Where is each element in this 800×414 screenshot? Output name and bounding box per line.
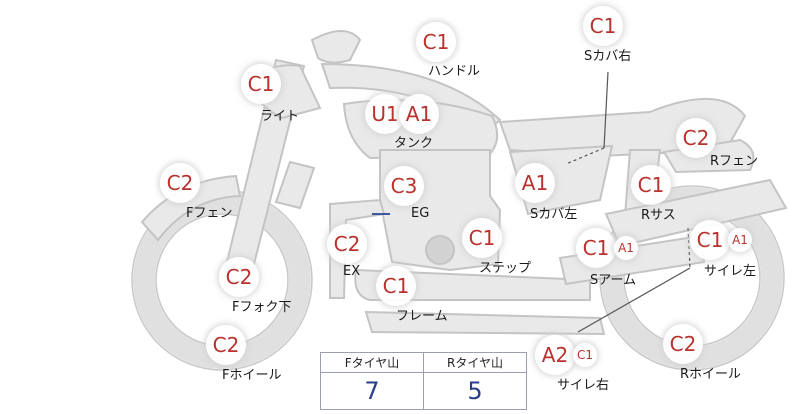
part-s-cover-left-label: Sカバ左 — [530, 207, 578, 222]
part-r-suspension-label: Rサス — [641, 208, 676, 223]
part-f-fender-code: C2 — [160, 163, 200, 203]
part-swing-arm-code: C1 — [576, 228, 616, 268]
part-muffler-right-code: A2 — [535, 335, 575, 375]
part-light-label: ライト — [260, 109, 300, 124]
part-exhaust-code: C2 — [327, 224, 367, 264]
part-f-fork-lower-tag: C2 — [219, 257, 259, 297]
part-frame-tag: C1 — [376, 266, 416, 306]
part-frame-code: C1 — [376, 266, 416, 306]
part-muffler-left-label: サイレ左 — [704, 264, 757, 279]
part-r-fender-tag: C2 — [676, 118, 716, 158]
part-light-tag: C1 — [241, 64, 281, 104]
part-r-wheel-code: C2 — [663, 324, 703, 364]
part-step-tag: C1 — [462, 218, 502, 258]
part-light-code: C1 — [241, 64, 281, 104]
part-handle-label: ハンドル — [428, 64, 481, 79]
part-step-label: ステップ — [479, 261, 532, 276]
part-s-cover-right-tag: C1 — [583, 6, 623, 46]
part-muffler-right-subcode: C1 — [573, 343, 597, 367]
part-f-fender-label: Fフェン — [186, 206, 233, 221]
part-r-suspension-code: C1 — [631, 165, 671, 205]
part-tank-label: タンク — [394, 136, 434, 151]
part-muffler-right-tag: A2 C1 — [535, 335, 597, 375]
part-engine-tag: C3 — [384, 166, 424, 206]
part-engine-label: EG — [411, 206, 430, 221]
part-exhaust-label: EX — [343, 264, 361, 279]
rear-tire-header: Rタイヤ山 — [423, 352, 527, 373]
part-f-wheel-label: Fホイール — [222, 368, 282, 383]
part-r-wheel-tag: C2 — [663, 324, 703, 364]
part-muffler-right-label: サイレ右 — [557, 378, 610, 393]
part-f-wheel-code: C2 — [206, 325, 246, 365]
part-f-fork-lower-label: Fフォク下 — [232, 300, 292, 315]
part-handle-code: C1 — [416, 22, 456, 62]
part-r-wheel-label: Rホイール — [680, 367, 742, 382]
part-swing-arm-tag: C1 A1 — [576, 228, 638, 268]
part-muffler-left-code: C1 — [690, 220, 730, 260]
part-f-fender-tag: C2 — [160, 163, 200, 203]
tire-tread-table: Fタイヤ山 Rタイヤ山 7 5 — [320, 352, 527, 410]
part-muffler-left-subcode: A1 — [728, 228, 752, 252]
part-tank-code-2: A1 — [399, 94, 439, 134]
front-tire-header: Fタイヤ山 — [320, 352, 424, 373]
part-engine-code: C3 — [384, 166, 424, 206]
part-s-cover-right-code: C1 — [583, 6, 623, 46]
part-s-cover-left-tag: A1 — [515, 163, 555, 203]
part-handle-tag: C1 — [416, 22, 456, 62]
part-r-fender-label: Rフェン — [710, 154, 759, 169]
part-muffler-left-tag: C1 A1 — [690, 220, 752, 260]
part-exhaust-tag: C2 — [327, 224, 367, 264]
part-tank-code-1: U1 — [365, 94, 405, 134]
part-s-cover-left-code: A1 — [515, 163, 555, 203]
part-tank-tag: U1 A1 — [365, 94, 439, 134]
part-f-fork-lower-code: C2 — [219, 257, 259, 297]
part-swing-arm-subcode: A1 — [614, 236, 638, 260]
part-s-cover-right-label: Sカバ右 — [584, 49, 632, 64]
rear-tire-value: 5 — [423, 372, 527, 410]
part-frame-label: フレーム — [396, 309, 448, 324]
part-r-fender-code: C2 — [676, 118, 716, 158]
part-swing-arm-label: Sアーム — [590, 273, 637, 288]
front-tire-value: 7 — [320, 372, 424, 410]
part-step-code: C1 — [462, 218, 502, 258]
part-f-wheel-tag: C2 — [206, 325, 246, 365]
part-r-suspension-tag: C1 — [631, 165, 671, 205]
